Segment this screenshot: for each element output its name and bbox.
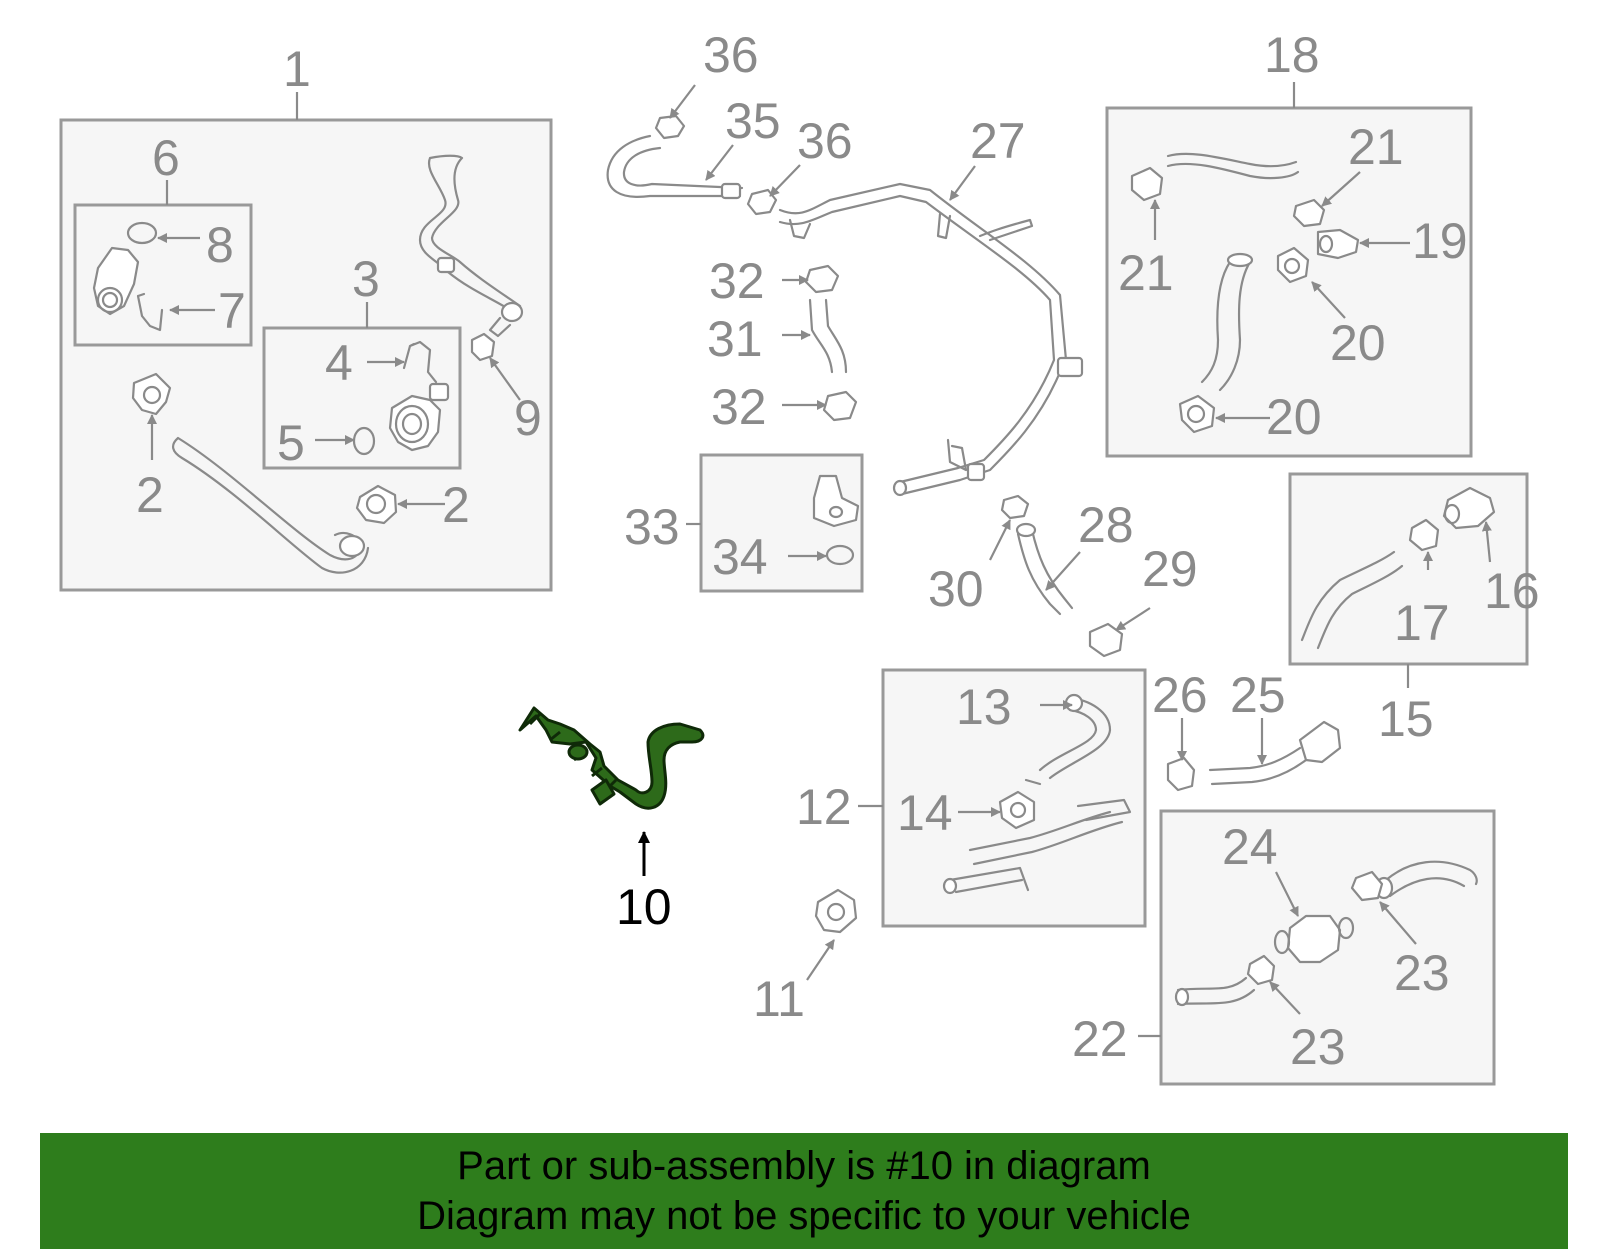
part-hose-22a — [1174, 976, 1256, 1007]
callout-27: 27 — [970, 113, 1026, 169]
callout-33: 33 — [624, 499, 680, 555]
part-clamp-36a — [654, 114, 686, 140]
callout-21a: 21 — [1348, 119, 1404, 175]
callout-29: 29 — [1142, 541, 1198, 597]
callout-35: 35 — [725, 93, 781, 149]
part-oring-8 — [126, 221, 158, 245]
callout-36b: 36 — [797, 113, 853, 169]
callout-15: 15 — [1378, 691, 1434, 747]
callout-7: 7 — [218, 283, 246, 339]
part-fitting-16 — [1442, 486, 1496, 530]
banner-line-2: Diagram may not be specific to your vehi… — [417, 1194, 1191, 1238]
part-clamp-2b — [355, 484, 398, 525]
part-oring-34 — [825, 544, 855, 566]
callout-20a: 20 — [1330, 315, 1386, 371]
callout-30: 30 — [928, 561, 984, 617]
part-hose-18b — [1200, 252, 1254, 392]
callout-32b: 32 — [711, 379, 767, 435]
callout-31: 31 — [707, 311, 763, 367]
callout-18: 18 — [1264, 27, 1320, 83]
callout-5: 5 — [277, 415, 305, 471]
callout-10-highlighted: 10 — [616, 879, 672, 935]
leader-arrows — [147, 84, 1492, 1015]
callout-26: 26 — [1152, 667, 1208, 723]
part-hose-28 — [1015, 522, 1074, 616]
callout-19: 19 — [1412, 213, 1468, 269]
part-clamp-29 — [1088, 622, 1124, 658]
callout-14: 14 — [897, 785, 953, 841]
part-outlet-33 — [812, 474, 860, 528]
part-hose-18a — [1166, 152, 1300, 180]
info-banner: Part or sub-assembly is #10 in diagram D… — [40, 1133, 1568, 1249]
part-clamp-23a — [1246, 954, 1276, 986]
callout-13: 13 — [956, 679, 1012, 735]
callout-28: 28 — [1078, 497, 1134, 553]
callout-6: 6 — [152, 130, 180, 186]
callout-24: 24 — [1222, 819, 1278, 875]
callout-20b: 20 — [1266, 389, 1322, 445]
part-clamp-20a — [1276, 246, 1310, 284]
part-clamp-17 — [1408, 518, 1440, 552]
part-clamp-32b — [822, 390, 858, 422]
part-fitting-19 — [1316, 228, 1360, 260]
part-clamp-20b — [1178, 394, 1216, 434]
part-bracket-7 — [136, 292, 164, 332]
callout-34: 34 — [712, 529, 768, 585]
part-clamp-9 — [470, 332, 496, 362]
callout-2b: 2 — [442, 477, 470, 533]
callout-25: 25 — [1230, 667, 1286, 723]
part-hose-31 — [808, 298, 848, 374]
callout-11: 11 — [753, 971, 805, 1027]
part-hose-1 — [172, 154, 524, 574]
callout-23b: 23 — [1394, 945, 1450, 1001]
part-hose-10-highlighted — [518, 706, 705, 810]
part-hose-35 — [606, 134, 744, 200]
callout-22: 22 — [1072, 1011, 1128, 1067]
part-clamp-30 — [1000, 494, 1030, 520]
part-hose-15 — [1300, 550, 1404, 650]
callout-labels: 1 6 8 7 3 4 5 9 2 2 36 35 36 27 32 31 32… — [136, 27, 1540, 1075]
part-clamp-32a — [804, 264, 840, 294]
part-pipe-12 — [942, 798, 1132, 895]
callout-8: 8 — [206, 217, 234, 273]
callout-16: 16 — [1484, 563, 1540, 619]
part-clamp-11 — [814, 888, 858, 934]
callout-36a: 36 — [703, 27, 759, 83]
part-clamp-21b — [1292, 198, 1326, 228]
part-housing-3 — [388, 382, 450, 452]
callout-21b: 21 — [1118, 245, 1174, 301]
part-hose-25 — [1208, 720, 1342, 786]
callout-1: 1 — [283, 41, 311, 97]
callout-4: 4 — [325, 335, 353, 391]
part-clamp-14 — [998, 790, 1036, 830]
part-bracket-4 — [402, 340, 438, 384]
part-clamp-23b — [1350, 870, 1384, 902]
part-connector-24 — [1273, 914, 1355, 964]
callout-17: 17 — [1394, 595, 1450, 651]
callout-32a: 32 — [709, 253, 765, 309]
part-clamp-2a — [131, 372, 172, 416]
part-clamp-21a — [1130, 166, 1164, 202]
part-fitting-6 — [92, 246, 140, 316]
callout-23a: 23 — [1290, 1019, 1346, 1075]
part-pipe-27 — [778, 182, 1084, 497]
banner-line-1: Part or sub-assembly is #10 in diagram — [457, 1144, 1151, 1188]
callout-3: 3 — [352, 251, 380, 307]
part-clamp-26 — [1166, 756, 1196, 792]
callout-12: 12 — [796, 779, 852, 835]
part-clamp-36b — [746, 188, 778, 216]
callout-9: 9 — [514, 390, 542, 446]
callout-2a: 2 — [136, 467, 164, 523]
